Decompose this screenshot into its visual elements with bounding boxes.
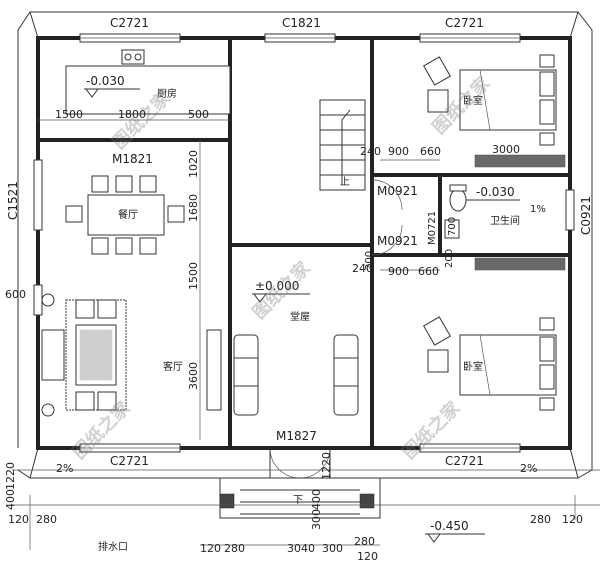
wardrobe-top <box>474 154 566 168</box>
dim: 400 <box>4 489 17 510</box>
window-c0921-right <box>565 189 575 231</box>
dim: 200 <box>364 251 375 270</box>
dim: 1500 <box>187 262 200 290</box>
label-door-bed-bottom: M0921 <box>377 234 418 248</box>
label-door-kitchen: M1821 <box>112 152 153 166</box>
dim: 660 <box>418 265 439 278</box>
dim: 1020 <box>187 150 200 178</box>
level-outside: -0.450 <box>430 519 469 533</box>
bed-bottom <box>423 316 557 411</box>
dim: 600 <box>5 288 26 301</box>
dim: 120 <box>200 542 221 555</box>
label-window-left: C1521 <box>6 181 20 220</box>
basin <box>444 219 460 239</box>
label-window-top-left: C2721 <box>110 16 149 30</box>
hall-chairs <box>233 334 359 416</box>
stair-down: 下 <box>293 495 303 506</box>
dim: 3600 <box>187 362 200 390</box>
dim: 1220 <box>320 452 333 480</box>
dim: 300 <box>322 542 343 555</box>
label-window-top-right: C2721 <box>445 16 484 30</box>
dining-chairs <box>65 175 185 255</box>
level-bath: -0.030 <box>476 185 515 199</box>
drain-label: 排水口 <box>98 540 128 553</box>
dim: 1500 <box>55 108 83 121</box>
dim: 3000 <box>492 143 520 156</box>
dim: 500 <box>188 108 209 121</box>
dim: 1220 <box>4 462 17 490</box>
dim: 240 <box>360 145 381 158</box>
room-dining: 餐厅 <box>118 208 138 221</box>
window-c1521-left <box>33 159 43 231</box>
level-hall: ±0.000 <box>255 279 299 293</box>
wardrobe-bottom <box>474 257 566 271</box>
dim: 900 <box>388 265 409 278</box>
kitchen-sink <box>121 49 145 65</box>
slope-label: 1% <box>530 204 546 215</box>
room-kitchen: 厨房 <box>157 87 177 100</box>
dim: 900 <box>388 145 409 158</box>
tv-cabinet <box>206 329 222 411</box>
dim: 280 <box>36 513 57 526</box>
dim: 1680 <box>187 194 200 222</box>
dim: 2% <box>56 462 73 475</box>
room-living: 客厅 <box>163 360 183 373</box>
bed-top <box>423 54 557 146</box>
dim: 280 <box>224 542 245 555</box>
eave-outline <box>17 11 593 479</box>
dim: 200 <box>444 249 455 268</box>
dim: 120 <box>8 513 29 526</box>
room-hall: 堂屋 <box>290 311 310 323</box>
toilet <box>449 188 467 212</box>
label-window-bottom-left: C2721 <box>110 454 149 468</box>
dim: 240 <box>352 262 373 275</box>
kitchen-counter <box>65 65 231 115</box>
dim: 120 <box>357 550 378 563</box>
room-bathroom: 卫生间 <box>490 214 520 227</box>
staircase <box>319 99 366 191</box>
dim: 700 <box>447 217 458 236</box>
dim: 120 <box>562 513 583 526</box>
label-door-main: M1827 <box>276 429 317 443</box>
dim: 280 <box>354 535 375 548</box>
label-door-bed-top: M0921 <box>377 184 418 198</box>
dim: 660 <box>420 145 441 158</box>
dim: 300 <box>310 509 323 530</box>
dining-table <box>87 194 165 236</box>
dim: 3040 <box>287 542 315 555</box>
dim: 280 <box>530 513 551 526</box>
front-steps <box>219 477 381 519</box>
dim: 2% <box>520 462 537 475</box>
label-door-bath: M0721 <box>427 211 438 245</box>
label-window-right: C0921 <box>579 196 593 235</box>
stair-up: 上 <box>340 176 350 188</box>
living-sofa-set <box>41 293 127 417</box>
level-kitchen: -0.030 <box>86 74 125 88</box>
label-window-bottom-right: C2721 <box>445 454 484 468</box>
door-bedroom-top <box>371 179 403 211</box>
label-window-top-mid: C1821 <box>282 16 321 30</box>
room-bedroom-top: 卧室 <box>463 94 483 107</box>
room-bedroom-bottom: 卧室 <box>463 360 483 373</box>
dim: 400 <box>310 489 323 510</box>
dim: 1800 <box>118 108 146 121</box>
door-bedroom-bottom <box>371 224 403 256</box>
